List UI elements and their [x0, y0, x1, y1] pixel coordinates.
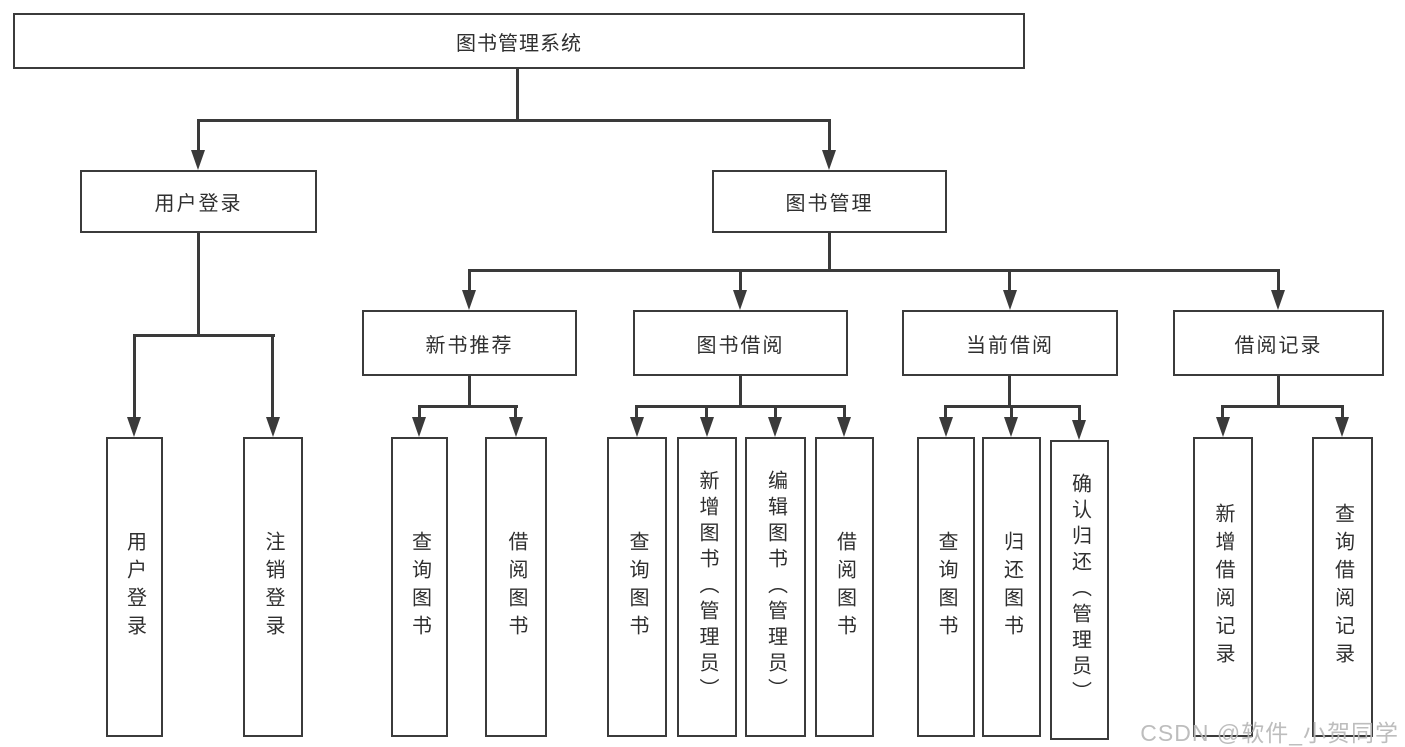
connector-line [1341, 405, 1344, 419]
connector-line [635, 405, 638, 419]
arrow-down-icon [1271, 290, 1285, 310]
connector-line [133, 334, 136, 419]
connector-line [271, 334, 274, 419]
arrow-down-icon [700, 417, 714, 437]
connector-line [197, 119, 831, 122]
connector-line [516, 69, 519, 122]
arrow-down-icon [837, 417, 851, 437]
leaf-query-books-recommend-label: 查询图书 [408, 531, 431, 643]
connector-line [1277, 376, 1280, 407]
arrow-down-icon [127, 417, 141, 437]
node-root-label: 图书管理系统 [456, 32, 582, 55]
connector-line [1221, 405, 1224, 419]
connector-line [1221, 405, 1344, 408]
leaf-query-books-borrow-label: 查询图书 [626, 531, 648, 643]
connector-line [514, 405, 517, 419]
leaf-query-borrow-record-label: 查询借阅记录 [1331, 503, 1354, 671]
leaf-confirm-return-admin: 确认归还（管理员） [1050, 440, 1109, 740]
node-book-borrow-label: 图书借阅 [696, 334, 785, 357]
arrow-down-icon [509, 417, 523, 437]
connector-line [468, 269, 1280, 272]
connector-line [705, 405, 708, 419]
leaf-query-books-recommend: 查询图书 [391, 437, 448, 737]
leaf-query-borrow-record: 查询借阅记录 [1312, 437, 1373, 737]
arrow-down-icon [1072, 420, 1086, 440]
arrow-down-icon [412, 417, 426, 437]
leaf-borrow-books-borrow: 借阅图书 [815, 437, 874, 737]
node-current-borrow-label: 当前借阅 [966, 334, 1054, 357]
arrow-down-icon [822, 150, 836, 170]
leaf-return-books-label: 归还图书 [1000, 531, 1023, 643]
node-book-management: 图书管理 [712, 170, 947, 233]
connector-line [1010, 405, 1013, 419]
node-current-borrow: 当前借阅 [902, 310, 1118, 376]
node-book-borrow: 图书借阅 [633, 310, 848, 376]
leaf-user-login: 用户登录 [106, 437, 163, 737]
leaf-add-borrow-record: 新增借阅记录 [1193, 437, 1253, 737]
leaf-confirm-return-admin-label: 确认归还（管理员） [1068, 473, 1091, 707]
connector-line [197, 233, 200, 337]
leaf-logout: 注销登录 [243, 437, 303, 737]
connector-line [944, 405, 947, 419]
arrow-down-icon [630, 417, 644, 437]
leaf-logout-label: 注销登录 [262, 531, 284, 643]
node-user-login: 用户登录 [80, 170, 317, 233]
connector-line [418, 405, 421, 419]
connector-line [418, 405, 518, 408]
arrow-down-icon [939, 417, 953, 437]
arrow-down-icon [266, 417, 280, 437]
connector-line [828, 119, 831, 152]
node-new-book-recommend: 新书推荐 [362, 310, 577, 376]
node-new-book-recommend-label: 新书推荐 [425, 334, 514, 357]
leaf-add-books-admin-label: 新增图书（管理员） [696, 470, 718, 704]
arrow-down-icon [191, 150, 205, 170]
connector-line [843, 405, 846, 419]
leaf-borrow-books-recommend: 借阅图书 [485, 437, 547, 737]
node-borrow-records: 借阅记录 [1173, 310, 1384, 376]
connector-line [739, 376, 742, 407]
node-book-management-label: 图书管理 [785, 193, 874, 215]
connector-line [739, 269, 742, 292]
watermark: CSDN @软件_小贺同学 [1140, 720, 1399, 746]
leaf-add-borrow-record-label: 新增借阅记录 [1212, 503, 1234, 671]
connector-line [774, 405, 777, 419]
connector-line [635, 405, 846, 408]
arrow-down-icon [1335, 417, 1349, 437]
arrow-down-icon [768, 417, 782, 437]
connector-line [468, 269, 471, 292]
leaf-query-books-current: 查询图书 [917, 437, 975, 737]
leaf-user-login-label: 用户登录 [123, 531, 146, 643]
leaf-query-books-current-label: 查询图书 [935, 531, 957, 643]
connector-line [1008, 269, 1011, 292]
leaf-return-books: 归还图书 [982, 437, 1041, 737]
leaf-query-books-borrow: 查询图书 [607, 437, 667, 737]
leaf-edit-books-admin-label: 编辑图书（管理员） [764, 470, 787, 704]
connector-line [1008, 376, 1011, 407]
connector-line [468, 376, 471, 407]
arrow-down-icon [1004, 417, 1018, 437]
connector-line [1277, 269, 1280, 292]
node-root: 图书管理系统 [13, 13, 1025, 69]
arrow-down-icon [1216, 417, 1230, 437]
connector-line [197, 119, 200, 152]
connector-line [828, 233, 831, 272]
connector-line [1078, 405, 1081, 422]
arrow-down-icon [1003, 290, 1017, 310]
node-user-login-label: 用户登录 [154, 193, 243, 215]
leaf-add-books-admin: 新增图书（管理员） [677, 437, 737, 737]
connector-line [133, 334, 275, 337]
arrow-down-icon [462, 290, 476, 310]
leaf-borrow-books-borrow-label: 借阅图书 [833, 531, 856, 643]
leaf-borrow-books-recommend-label: 借阅图书 [505, 531, 527, 643]
leaf-edit-books-admin: 编辑图书（管理员） [745, 437, 806, 737]
arrow-down-icon [733, 290, 747, 310]
node-borrow-records-label: 借阅记录 [1234, 334, 1323, 357]
